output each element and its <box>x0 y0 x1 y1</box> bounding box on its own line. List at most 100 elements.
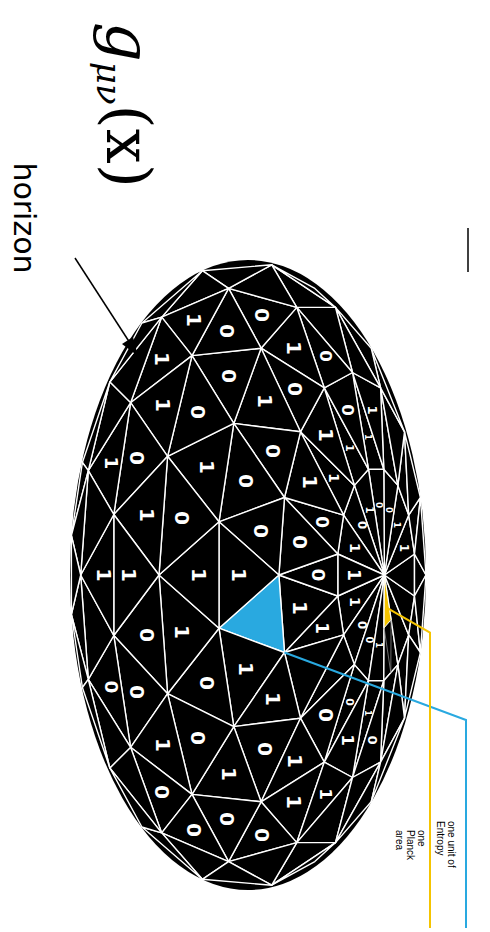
metric-symbol-part: (x) <box>92 105 165 188</box>
bit-digit: 1 <box>229 568 249 582</box>
bit-digit: 1 <box>219 767 239 781</box>
bit-digit: 1 <box>197 460 217 474</box>
mesh-cell <box>354 575 384 681</box>
bit-digit: 1 <box>300 475 320 489</box>
bit-digit: 0 <box>188 405 208 419</box>
mesh-cell <box>71 615 88 688</box>
bit-digit: 1 <box>184 313 204 327</box>
bit-digit: 0 <box>172 511 192 525</box>
mesh-cell <box>405 635 421 718</box>
bit-digit: 1 <box>290 601 310 615</box>
bit-digit: 1 <box>93 568 112 581</box>
bit-digit: 0 <box>374 502 383 508</box>
bit-digit: 1 <box>314 622 331 634</box>
bit-digit: 1 <box>284 341 304 355</box>
mesh-cell <box>415 575 427 653</box>
bit-digit: 1 <box>316 428 336 442</box>
mesh-cell <box>234 653 301 727</box>
bit-digit: 1 <box>153 738 173 752</box>
bit-digit: 0 <box>263 444 283 458</box>
tick-line <box>467 228 469 272</box>
bit-digit: 1 <box>366 405 379 414</box>
bit-digit: 0 <box>152 785 172 799</box>
mesh-cell <box>369 575 385 681</box>
bit-digit: 0 <box>344 699 355 707</box>
bit-digit: 0 <box>217 812 237 826</box>
horizon-label: horizon <box>7 162 42 273</box>
bit-digit: 1 <box>345 569 362 581</box>
bit-digit: 0 <box>355 521 367 529</box>
bit-digit: 1 <box>189 568 209 582</box>
bit-digit: 0 <box>127 451 147 465</box>
mesh-cell <box>371 348 404 432</box>
bit-digit: 0 <box>217 324 237 338</box>
mesh-cell <box>405 432 421 515</box>
bit-digit: 1 <box>364 506 374 513</box>
planck-cell <box>384 575 391 628</box>
bit-digit: 0 <box>102 681 120 694</box>
bit-digit: 1 <box>153 398 173 412</box>
bit-digit: 1 <box>326 473 340 482</box>
bit-digit: 1 <box>152 352 172 366</box>
bit-digit: 1 <box>119 568 139 582</box>
arrowhead <box>122 337 138 356</box>
bit-digit: 1 <box>137 508 157 522</box>
bit-digit: 1 <box>102 456 120 469</box>
bit-digit: 0 <box>251 524 271 538</box>
planck-leader <box>387 608 430 928</box>
bit-digit: 0 <box>236 474 256 488</box>
bit-digit: 1 <box>284 795 304 809</box>
bit-digit: 1 <box>316 788 333 800</box>
metric-symbol-part: g <box>92 22 165 62</box>
bit-digit: 0 <box>355 621 367 629</box>
bit-digit: 1 <box>285 754 305 768</box>
bit-digit: 0 <box>252 828 272 842</box>
bit-digit: 0 <box>197 676 217 690</box>
bit-digit: 1 <box>374 642 383 648</box>
bit-digit: 0 <box>309 569 328 582</box>
mesh-cell <box>219 522 279 628</box>
mesh-cell <box>71 536 80 615</box>
metric-symbol-part: μν <box>89 62 129 105</box>
bit-digit: 0 <box>340 404 357 416</box>
bit-digit: 0 <box>219 369 239 383</box>
bit-digit: 0 <box>314 516 331 528</box>
metric-symbol: gμν(x) <box>91 22 165 188</box>
mesh-cell <box>110 317 162 382</box>
mesh-cell <box>272 843 336 886</box>
mesh-cell <box>159 456 219 575</box>
bit-digit: 0 <box>188 731 208 745</box>
bit-digit: 1 <box>236 662 256 676</box>
bit-digit: 0 <box>364 637 374 644</box>
bit-digit: 0 <box>285 382 305 396</box>
bit-digit: 0 <box>252 308 272 322</box>
mesh-cell <box>338 554 385 596</box>
sphere-body <box>70 260 426 890</box>
bit-digit: 1 <box>364 434 373 440</box>
mesh-cell <box>415 498 427 576</box>
bit-digit: 0 <box>366 736 379 745</box>
bit-digit: 0 <box>127 685 147 699</box>
bit-digit: 1 <box>344 444 355 452</box>
bit-digit: 1 <box>364 710 373 716</box>
entropy-label: one unit of Entropy <box>435 821 457 883</box>
mesh-cell <box>279 498 338 576</box>
mesh-cell <box>371 718 404 802</box>
bit-digit: 1 <box>340 734 357 746</box>
bit-digit: 0 <box>255 742 275 756</box>
bit-digit: 1 <box>392 522 401 528</box>
mesh-cell <box>110 768 162 833</box>
mesh-cell <box>202 862 271 886</box>
bit-digit: 1 <box>348 543 363 553</box>
bit-digit: 0 <box>316 708 336 722</box>
leader-line <box>75 258 130 343</box>
bit-digit: 0 <box>384 507 393 513</box>
bit-digit: 0 <box>184 823 204 837</box>
entropy-leader <box>285 652 466 928</box>
planck-subdivision <box>384 620 391 673</box>
planck-area-label: one Planck area <box>394 830 427 874</box>
mesh-cell <box>114 515 159 636</box>
